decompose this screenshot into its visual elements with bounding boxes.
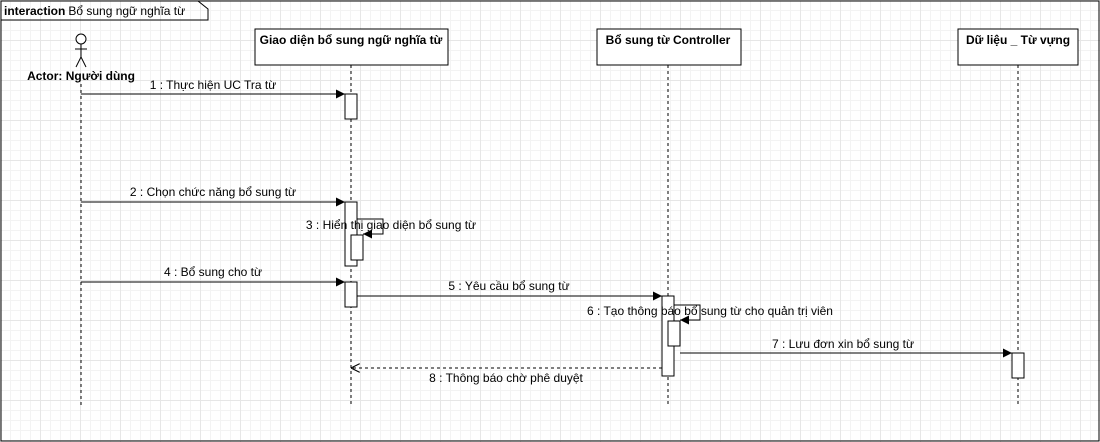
message-1-label: 1 : Thực hiện UC Tra từ: [150, 78, 277, 92]
participant-ui-label: Giao diện bổ sung ngữ nghĩa từ: [260, 33, 443, 47]
message-6-arrow: [674, 304, 701, 325]
message-3-label: 3 : Hiển thị giao diện bổ sung từ: [306, 218, 476, 232]
activation-ui-1: [344, 93, 358, 120]
activation-ui-3: [344, 281, 358, 308]
participant-data-label: Dữ liệu _ Từ vựng: [966, 33, 1070, 47]
message-6-label: 6 : Tạo thông báo bổ sung từ cho quản tr…: [587, 304, 833, 318]
participant-ctrl-box: [596, 28, 742, 66]
activation-data-1: [1011, 352, 1025, 379]
frame-keyword: interaction: [4, 4, 65, 18]
participant-ui-box: [254, 28, 449, 66]
actor-label: Actor: Người dùng: [27, 69, 135, 83]
participant-ctrl-label: Bổ sung từ Controller: [606, 33, 731, 47]
activation-ctrl-self: [667, 320, 681, 347]
message-2-label: 2 : Chọn chức năng bổ sung từ: [130, 185, 296, 199]
stick-figure-icon: [75, 33, 87, 68]
message-7-label: 7 : Lưu đơn xin bổ sung từ: [772, 337, 914, 351]
activation-ui-self: [350, 234, 364, 261]
participant-data-box: [957, 28, 1079, 66]
message-3-arrow: [357, 218, 384, 239]
message-5-label: 5 : Yêu cầu bổ sung từ: [448, 279, 569, 293]
message-4-label: 4 : Bổ sung cho từ: [164, 265, 262, 279]
message-8-label: 8 : Thông báo chờ phê duyệt: [429, 371, 583, 385]
frame-name: Bổ sung ngữ nghĩa từ: [68, 4, 185, 18]
frame-tab: [1, 0, 209, 21]
